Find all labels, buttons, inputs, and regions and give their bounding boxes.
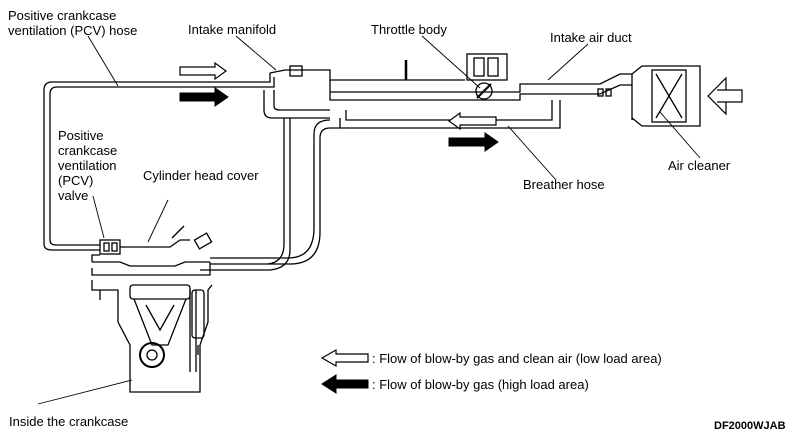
- legend-clean-air-text: : Flow of blow-by gas and clean air (low…: [372, 351, 662, 366]
- leader-lines: [37, 35, 701, 405]
- label-cylinder-head-cover: Cylinder head cover: [143, 168, 259, 183]
- pcv-valve: [99, 239, 121, 255]
- label-air-cleaner: Air cleaner: [668, 158, 731, 173]
- legend-blow-by-text: : Flow of blow-by gas (high load area): [372, 377, 589, 392]
- throttle-body: [466, 53, 508, 100]
- legend-outline-arrow: [320, 348, 369, 368]
- label-inside-crankcase: Inside the crankcase: [9, 414, 129, 429]
- figure-code: DF2000WJAB: [714, 420, 786, 432]
- label-pcv-valve: Positive crankcase ventilation (PCV) val…: [58, 128, 118, 203]
- clean-air-flow-arrows: [179, 61, 743, 131]
- blow-by-flow-arrows: [179, 87, 499, 152]
- pcv-hose: [43, 73, 275, 251]
- breather-hose: [200, 100, 561, 271]
- label-breather-hose: Breather hose: [523, 177, 605, 192]
- label-intake-manifold: Intake manifold: [188, 22, 277, 37]
- air-cleaner: [631, 65, 701, 127]
- label-intake-air-duct: Intake air duct: [550, 30, 632, 45]
- engine-block: [91, 280, 213, 393]
- label-throttle-body: Throttle body: [371, 22, 447, 37]
- label-pcv-hose: Positive crankcase ventilation (PCV) hos…: [8, 8, 138, 38]
- legend-arrows: [320, 348, 369, 394]
- intake-air-duct: [329, 73, 633, 120]
- cylinder-head-cover: [91, 225, 213, 276]
- legend-solid-arrow: [321, 374, 369, 394]
- intake-manifold: [263, 60, 465, 119]
